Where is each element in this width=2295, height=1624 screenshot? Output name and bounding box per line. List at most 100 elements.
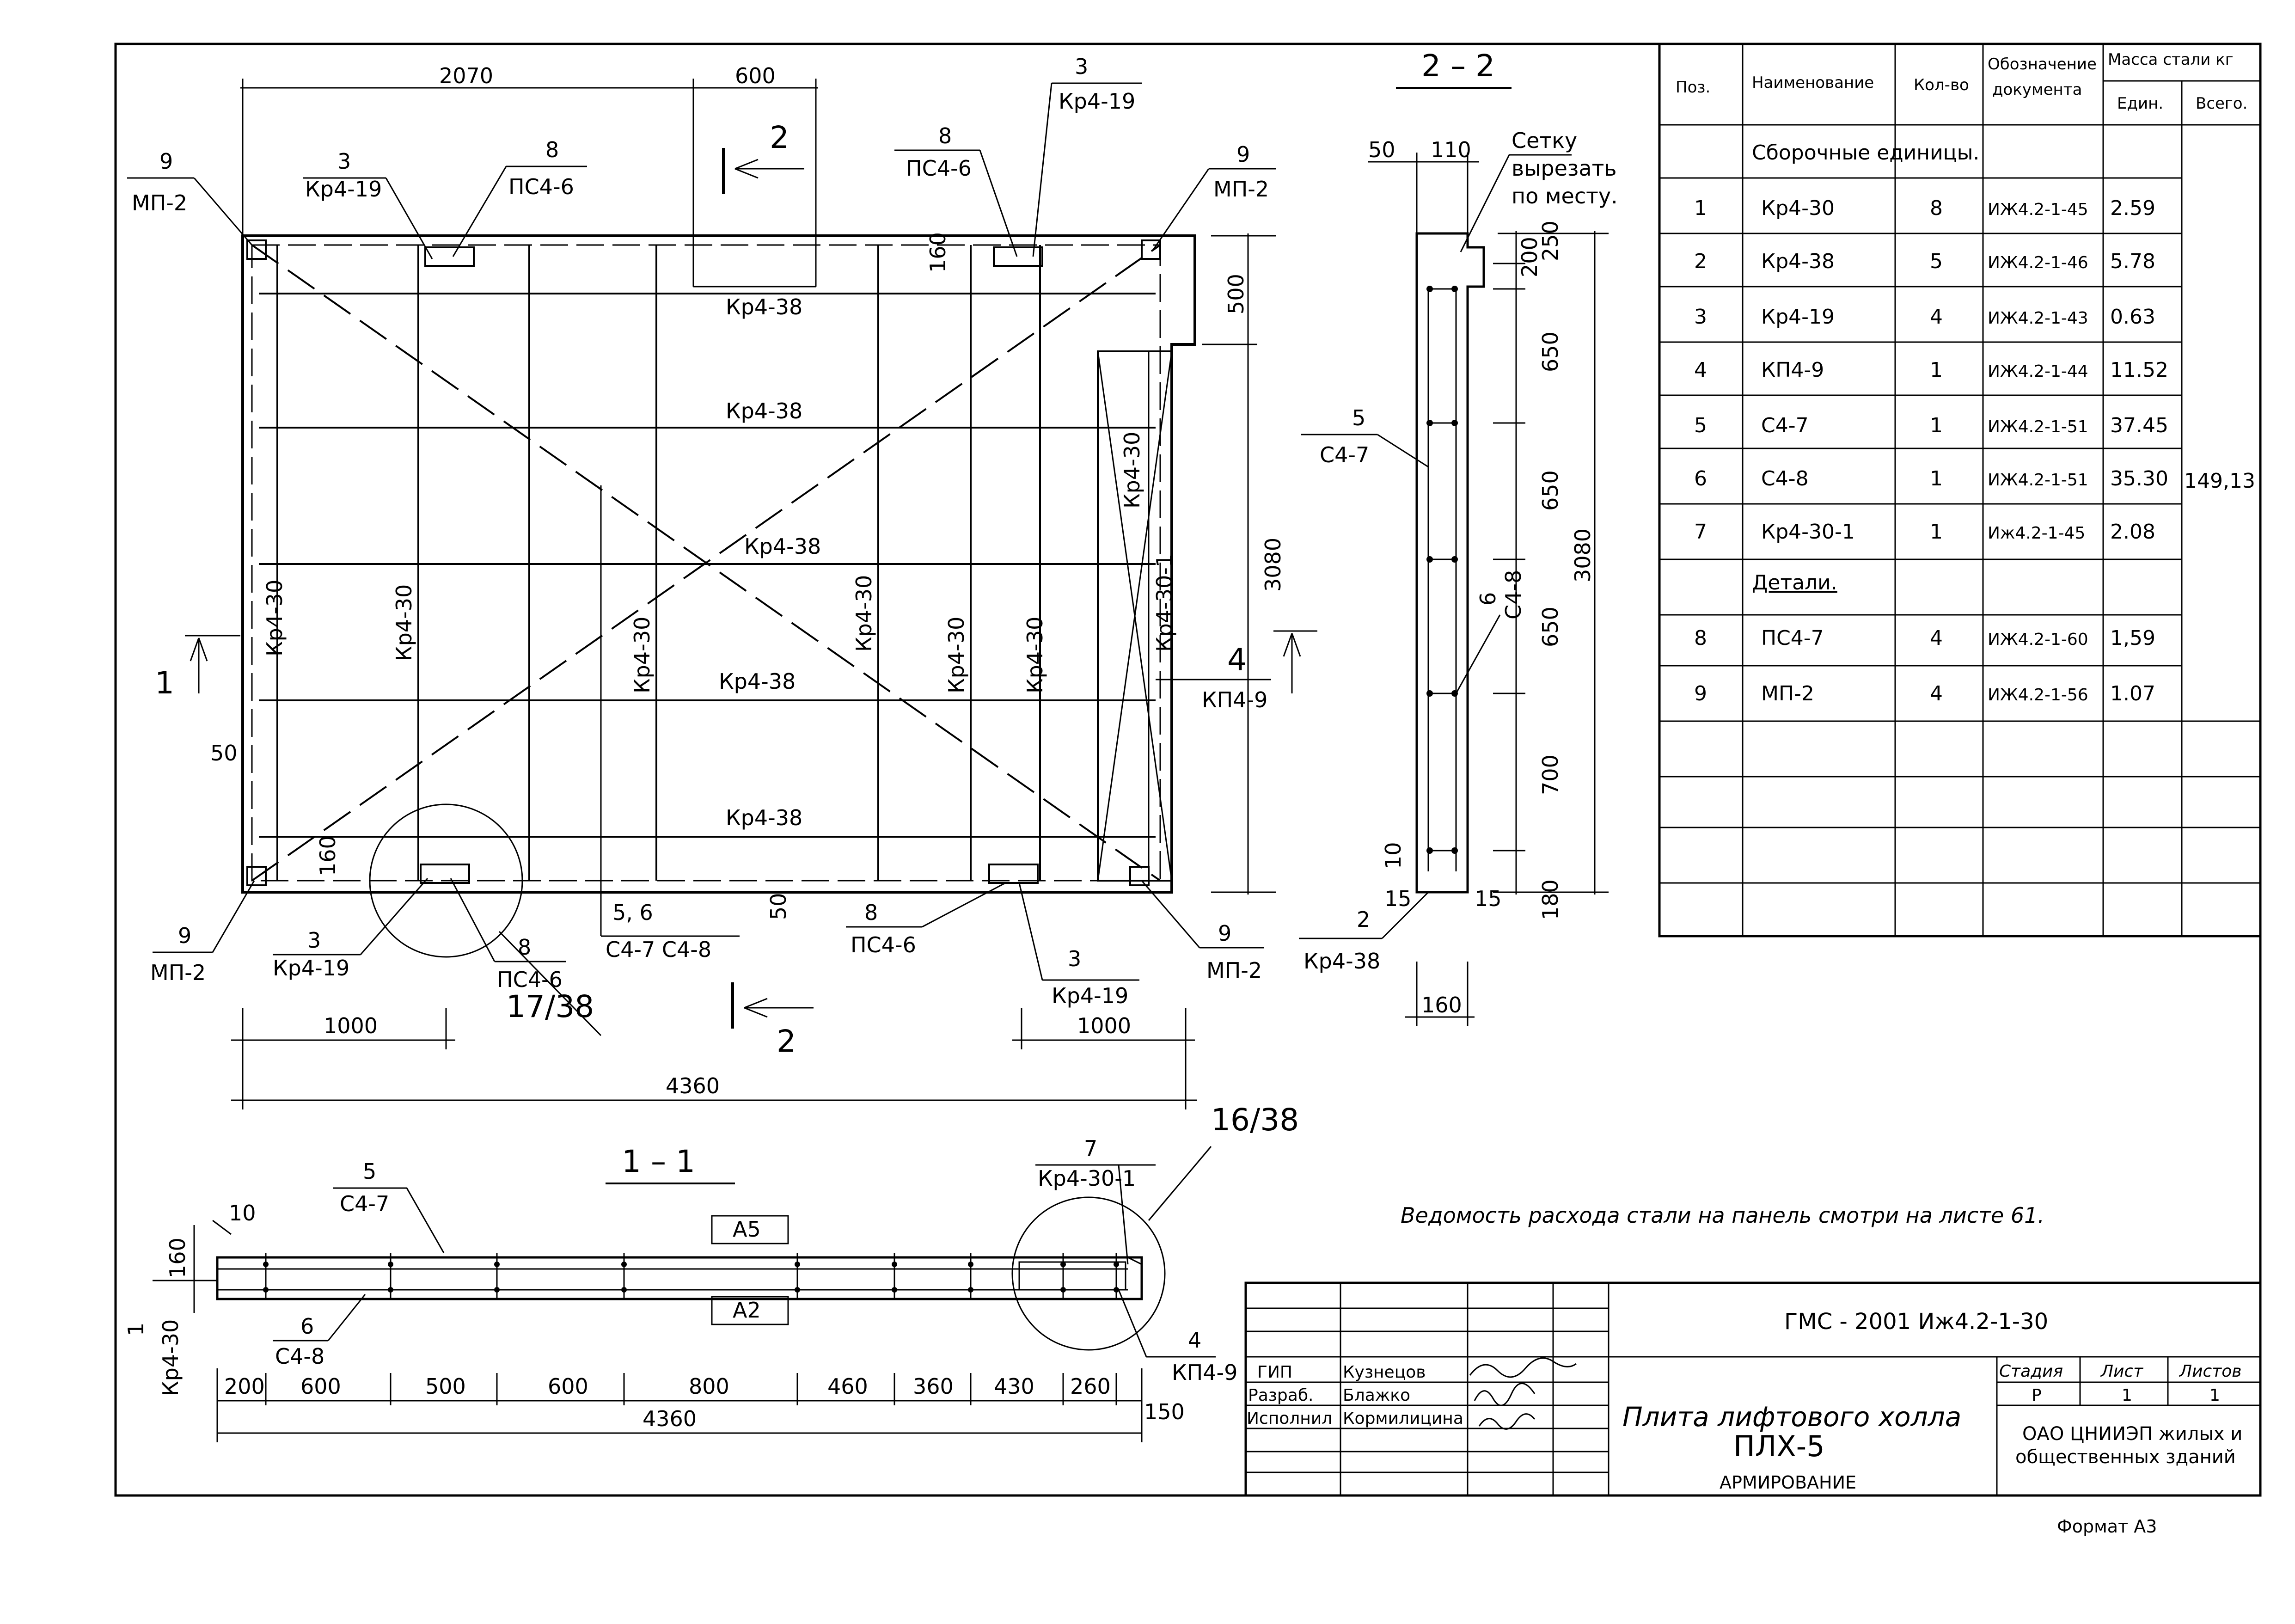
s22-c2-num: 2 [1357, 907, 1370, 932]
bar-label-v4: Кр4-30 [851, 575, 876, 652]
steel-note: Ведомость расхода стали на панель смотри… [1401, 1203, 2044, 1228]
spec-row-pos: 7 [1694, 520, 1707, 544]
th-total: Всего. [2196, 94, 2247, 113]
tb-person-2: Кормилицина [1343, 1409, 1463, 1428]
tb-role-0: ГИП [1257, 1363, 1292, 1382]
tag-a2: А2 [733, 1298, 761, 1323]
tb-stage-label: Стадия [1999, 1362, 2063, 1381]
s22-dim-50: 50 [1368, 137, 1395, 162]
dim-50-left: 50 [210, 741, 238, 766]
detail-row-name: ПС4-7 [1761, 626, 1824, 650]
th-unit: Eдин. [2117, 94, 2163, 113]
spec-row-qty: 1 [1930, 520, 1943, 544]
spec-row-doc: ИЖ4.2-1-43 [1988, 309, 2088, 328]
tb-title-3: АРМИРОВАНИЕ [1720, 1472, 1856, 1493]
group-details: Детали. [1752, 571, 1837, 594]
s11-c1-num: 1 [123, 1323, 148, 1336]
tb-stage: Р [2032, 1386, 2042, 1405]
tb-role-2: Исполнил [1247, 1409, 1332, 1428]
callout-kp49-plan: КП4-9 [1202, 687, 1267, 712]
spec-row-qty: 1 [1930, 467, 1943, 490]
callout-tr3-name: Кр4-19 [1059, 89, 1135, 114]
callout-b8-name: ПС4-6 [497, 967, 563, 992]
tb-title-1: Плита лифтового холла [1622, 1401, 1961, 1433]
s11-dim-8: 260 [1070, 1374, 1111, 1399]
tb-person-1: Блажко [1343, 1386, 1410, 1405]
callout-br3-name: Кр4-19 [1052, 983, 1128, 1008]
spec-row-pos: 2 [1694, 250, 1707, 273]
callout-tr3-num: 3 [1075, 54, 1088, 79]
dim-4360-plan: 4360 [666, 1073, 720, 1098]
detail-row-unit: 1.07 [2110, 682, 2155, 705]
section-mark-4: 4 [1227, 642, 1247, 678]
s11-c5-num: 5 [363, 1159, 376, 1184]
s11-dim-5: 460 [827, 1374, 868, 1399]
bar-label-v1: Кр4-30 [262, 580, 287, 656]
detail-row-qty: 4 [1930, 682, 1943, 705]
s11-c6-name: С4-8 [275, 1344, 324, 1369]
signature-2 [1474, 1383, 1536, 1406]
spec-row-unit: 35.30 [2110, 467, 2168, 490]
s22-note-3: по месту. [1512, 184, 1618, 208]
dim-600-top: 600 [735, 63, 776, 88]
s22-note-1: Сетку [1512, 128, 1577, 153]
s11-dim-2: 500 [425, 1374, 466, 1399]
th-doc-1: Обозначение [1988, 55, 2097, 74]
spec-row-pos: 1 [1694, 196, 1707, 220]
callout-b8-num: 8 [518, 935, 531, 960]
title-block: ГМС - 2001 Иж4.2-1-30 ГИП Разраб. Исполн… [1244, 1281, 2262, 1497]
s22-dim-10: 10 [1381, 842, 1406, 869]
s11-c4-name: КП4-9 [1172, 1360, 1237, 1385]
spec-row-pos: 6 [1694, 467, 1707, 490]
bar-label-v8: Кр4-30-1 [1152, 554, 1177, 652]
spec-row-qty: 1 [1930, 358, 1943, 382]
s11-dim-7: 430 [994, 1374, 1034, 1399]
callout-b56-name: С4-7 С4-8 [606, 937, 711, 962]
s11-c7-num: 7 [1084, 1136, 1097, 1161]
spec-row-name: Кр4-38 [1761, 250, 1835, 273]
callout-br-name: МП-2 [1206, 958, 1262, 983]
s22-c6-num: 6 [1475, 592, 1500, 606]
callout-br8-name: ПС4-6 [851, 932, 916, 957]
detail-row-doc: ИЖ4.2-1-60 [1988, 630, 2088, 649]
th-mass: Масса стали кг [2108, 50, 2234, 69]
bar-label-h3: Кр4-38 [744, 534, 821, 559]
detail-row-unit: 1,59 [2110, 626, 2155, 650]
s22-c5-name: С4-7 [1320, 442, 1369, 467]
bar-label-v2: Кр4-30 [392, 584, 416, 661]
s11-c7-name: Кр4-30-1 [1038, 1166, 1136, 1191]
s11-c6-num: 6 [300, 1314, 314, 1339]
section-2-2: 2 – 2 50 110 Сетку вырезать по месту. [1299, 48, 1618, 1026]
callout-bl-name: МП-2 [150, 960, 206, 985]
bar-label-v3: Кр4-30 [630, 617, 655, 693]
detail-row-pos: 8 [1694, 626, 1707, 650]
spec-table: Поз. Наименование Кол-во Обозначение док… [1658, 43, 2262, 938]
section22-title: 2 – 2 [1421, 48, 1495, 84]
spec-row-qty: 5 [1930, 250, 1943, 273]
callout-tl-num: 9 [159, 149, 173, 174]
callout-t3-num: 3 [337, 149, 351, 174]
section11-title: 1 – 1 [622, 1144, 695, 1179]
s11-dim-10: 10 [229, 1201, 256, 1226]
tb-title-2: ПЛХ-5 [1733, 1429, 1825, 1463]
plan-view: Кр4-38 Кр4-38 Кр4-38 Кр4-38 Кр4-38 Кр4-3… [127, 54, 1317, 1109]
s22-dim-180: 180 [1538, 879, 1563, 920]
spec-row-name: С4-8 [1761, 467, 1809, 490]
callout-br-num: 9 [1218, 921, 1231, 946]
th-name: Наименование [1752, 74, 1874, 92]
dim-1000-right: 1000 [1077, 1013, 1131, 1038]
spec-row-unit: 11.52 [2110, 358, 2168, 382]
dim-160-bottom: 160 [315, 835, 340, 876]
dim-160-top: 160 [925, 232, 950, 273]
spec-total: 149,13 [2184, 469, 2255, 493]
bar-label-h4: Кр4-38 [719, 669, 796, 694]
callout-bl-num: 9 [178, 923, 191, 948]
s22-dim-110: 110 [1431, 137, 1471, 162]
spec-row-doc: ИЖ4.2-1-46 [1988, 253, 2088, 272]
bar-label-v5: Кр4-30 [944, 617, 969, 693]
spec-row-name: Кр4-30-1 [1761, 520, 1855, 544]
dim-3080-plan: 3080 [1261, 538, 1285, 592]
detail-row-pos: 9 [1694, 682, 1707, 705]
th-pos: Поз. [1676, 78, 1710, 97]
th-doc-2: документа [1992, 80, 2082, 99]
